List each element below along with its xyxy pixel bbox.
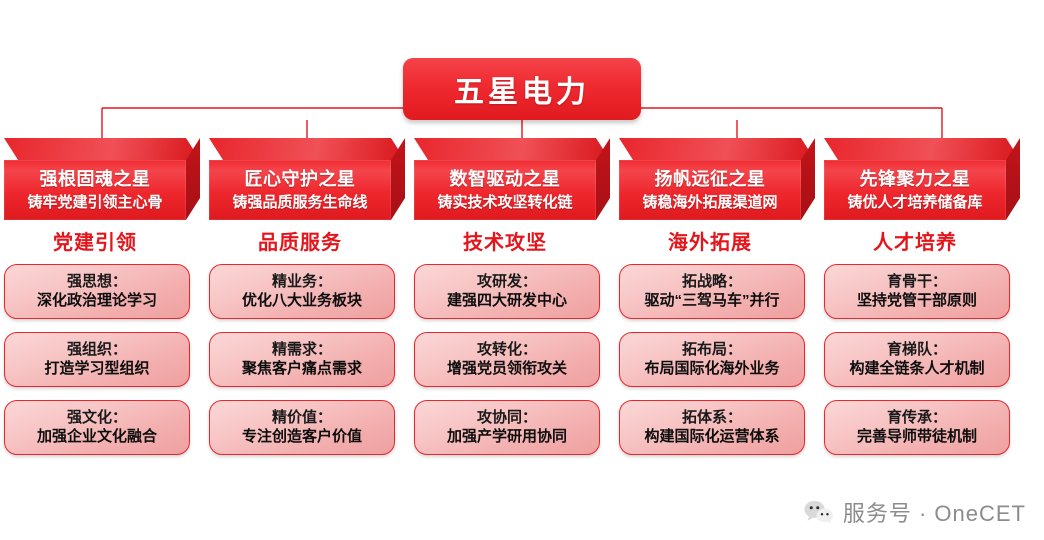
list-item[interactable]: 精业务： 优化八大业务板块	[209, 264, 395, 319]
star-box-front-face: 扬帆远征之星 铸稳海外拓展渠道网	[619, 160, 801, 220]
star-box: 匠心守护之星 铸强品质服务生命线	[209, 138, 405, 220]
list-item-body: 坚持党管干部原则	[856, 291, 977, 309]
list-item[interactable]: 强组织： 打造学习型组织	[4, 332, 190, 387]
column-5: 先锋聚力之星 铸优人才培养储备库 人才培养 育骨干： 坚持党管干部原则 育梯队：…	[824, 138, 1020, 468]
star-name: 先锋聚力之星	[859, 169, 971, 189]
list-item-body: 驱动“三驾马车”并行	[644, 291, 780, 309]
list-item-head: 拓战略：	[681, 273, 742, 291]
star-motto: 铸优人才培养储备库	[847, 193, 983, 211]
list-item-body: 加强产学研用协同	[446, 427, 567, 445]
star-box-front-face: 先锋聚力之星 铸优人才培养储备库	[824, 160, 1006, 220]
list-item-head: 拓体系：	[681, 409, 742, 427]
star-motto: 铸稳海外拓展渠道网	[642, 193, 778, 211]
list-item-body: 聚焦客户痛点需求	[241, 359, 362, 377]
star-name: 数智驱动之星	[449, 169, 561, 189]
star-box-top-face	[824, 138, 1020, 160]
star-box-side-face	[186, 138, 200, 220]
list-item-head: 强思想：	[66, 273, 127, 291]
list-item-body: 优化八大业务板块	[241, 291, 362, 309]
subitem-list: 攻研发： 建强四大研发中心 攻转化： 增强党员领衔攻关 攻协同： 加强产学研用协…	[414, 264, 604, 455]
list-item-body: 完善导师带徒机制	[856, 427, 977, 445]
list-item-head: 拓布局：	[681, 341, 742, 359]
list-item-body: 增强党员领衔攻关	[446, 359, 567, 377]
list-item-head: 精业务：	[271, 273, 332, 291]
star-box-front-face: 匠心守护之星 铸强品质服务生命线	[209, 160, 391, 220]
star-box: 扬帆远征之星 铸稳海外拓展渠道网	[619, 138, 815, 220]
root-title-box: 五星电力	[403, 58, 641, 120]
list-item-body: 布局国际化海外业务	[644, 359, 780, 377]
star-name: 匠心守护之星	[244, 169, 356, 189]
list-item-head: 强组织：	[66, 341, 127, 359]
category-label: 人才培养	[873, 232, 957, 254]
star-box: 强根固魂之星 铸牢党建引领主心骨	[4, 138, 200, 220]
star-box-top-face	[4, 138, 200, 160]
list-item-body: 建强四大研发中心	[446, 291, 567, 309]
column-1: 强根固魂之星 铸牢党建引领主心骨 党建引领 强思想： 深化政治理论学习 强组织：…	[4, 138, 200, 468]
star-box-top-face	[209, 138, 405, 160]
star-box-top-face	[414, 138, 610, 160]
list-item[interactable]: 攻转化： 增强党员领衔攻关	[414, 332, 600, 387]
star-box: 数智驱动之星 铸实技术攻坚转化链	[414, 138, 610, 220]
star-box: 先锋聚力之星 铸优人才培养储备库	[824, 138, 1020, 220]
star-name: 强根固魂之星	[39, 169, 151, 189]
list-item[interactable]: 攻协同： 加强产学研用协同	[414, 400, 600, 455]
list-item-head: 攻转化：	[476, 341, 537, 359]
star-motto: 铸牢党建引领主心骨	[27, 193, 163, 211]
column-3: 数智驱动之星 铸实技术攻坚转化链 技术攻坚 攻研发： 建强四大研发中心 攻转化：…	[414, 138, 610, 468]
list-item-body: 深化政治理论学习	[36, 291, 157, 309]
subitem-list: 拓战略： 驱动“三驾马车”并行 拓布局： 布局国际化海外业务 拓体系： 构建国际…	[619, 264, 809, 455]
star-box-front-face: 强根固魂之星 铸牢党建引领主心骨	[4, 160, 186, 220]
list-item-head: 攻研发：	[476, 273, 537, 291]
list-item[interactable]: 育梯队： 构建全链条人才机制	[824, 332, 1010, 387]
list-item-body: 加强企业文化融合	[36, 427, 157, 445]
subitem-list: 育骨干： 坚持党管干部原则 育梯队： 构建全链条人才机制 育传承： 完善导师带徒…	[824, 264, 1014, 455]
list-item-head: 精需求：	[271, 341, 332, 359]
list-item-body: 构建全链条人才机制	[849, 359, 985, 377]
subitem-list: 强思想： 深化政治理论学习 强组织： 打造学习型组织 强文化： 加强企业文化融合	[4, 264, 194, 455]
star-name: 扬帆远征之星	[654, 169, 766, 189]
category-label: 技术攻坚	[463, 232, 547, 254]
list-item[interactable]: 强思想： 深化政治理论学习	[4, 264, 190, 319]
list-item-body: 构建国际化运营体系	[644, 427, 780, 445]
column-2: 匠心守护之星 铸强品质服务生命线 品质服务 精业务： 优化八大业务板块 精需求：…	[209, 138, 405, 468]
star-box-side-face	[1006, 138, 1020, 220]
list-item[interactable]: 精价值： 专注创造客户价值	[209, 400, 395, 455]
list-item[interactable]: 强文化： 加强企业文化融合	[4, 400, 190, 455]
list-item-body: 专注创造客户价值	[241, 427, 362, 445]
list-item-head: 精价值：	[271, 409, 332, 427]
list-item[interactable]: 拓布局： 布局国际化海外业务	[619, 332, 805, 387]
list-item-head: 育骨干：	[886, 273, 947, 291]
star-motto: 铸强品质服务生命线	[232, 193, 368, 211]
watermark-text: 服务号 · OneCET	[842, 501, 1026, 526]
subitem-list: 精业务： 优化八大业务板块 精需求： 聚焦客户痛点需求 精价值： 专注创造客户价…	[209, 264, 399, 455]
list-item[interactable]: 拓体系： 构建国际化运营体系	[619, 400, 805, 455]
watermark: 服务号 · OneCET	[804, 496, 1026, 528]
category-label: 海外拓展	[668, 232, 752, 254]
list-item-head: 育传承：	[886, 409, 947, 427]
category-label: 党建引领	[53, 232, 137, 254]
list-item[interactable]: 育骨干： 坚持党管干部原则	[824, 264, 1010, 319]
star-box-top-face	[619, 138, 815, 160]
list-item[interactable]: 精需求： 聚焦客户痛点需求	[209, 332, 395, 387]
list-item-body: 打造学习型组织	[44, 359, 150, 377]
category-label: 品质服务	[258, 232, 342, 254]
page-title: 五星电力	[454, 76, 590, 109]
list-item-head: 强文化：	[66, 409, 127, 427]
star-box-side-face	[801, 138, 815, 220]
star-box-side-face	[391, 138, 405, 220]
list-item-head: 育梯队：	[886, 341, 947, 359]
star-motto: 铸实技术攻坚转化链	[437, 193, 573, 211]
list-item[interactable]: 育传承： 完善导师带徒机制	[824, 400, 1010, 455]
column-4: 扬帆远征之星 铸稳海外拓展渠道网 海外拓展 拓战略： 驱动“三驾马车”并行 拓布…	[619, 138, 815, 468]
star-box-side-face	[596, 138, 610, 220]
list-item[interactable]: 拓战略： 驱动“三驾马车”并行	[619, 264, 805, 319]
star-box-front-face: 数智驱动之星 铸实技术攻坚转化链	[414, 160, 596, 220]
wechat-icon	[804, 500, 833, 524]
list-item[interactable]: 攻研发： 建强四大研发中心	[414, 264, 600, 319]
list-item-head: 攻协同：	[476, 409, 537, 427]
